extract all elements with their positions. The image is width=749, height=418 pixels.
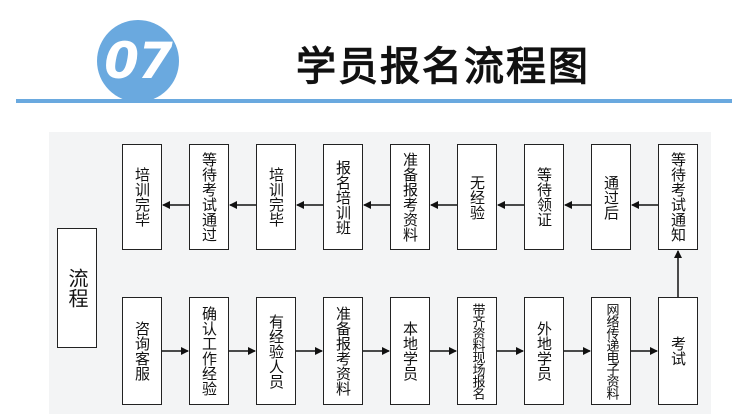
bottom-step-9: 考试 [658, 297, 698, 405]
bottom-step-4: 准备报考资料 [323, 297, 363, 405]
step-label: 培训完毕 [133, 167, 151, 227]
top-step-7: 等待领证 [524, 144, 564, 250]
bottom-step-6: 带齐资料现场报名 [457, 297, 497, 405]
top-step-2: 等待考试通过 [189, 144, 229, 250]
step-label: 准备报考资料 [334, 306, 352, 396]
top-step-5: 准备报考资料 [390, 144, 430, 250]
step-label: 等待考试通过 [200, 152, 218, 242]
step-label: 咨询客服 [133, 321, 151, 381]
step-label: 等待领证 [535, 167, 553, 227]
step-label: 准备报考资料 [401, 152, 419, 242]
top-step-4: 报名培训班 [323, 144, 363, 250]
bottom-step-8: 网络传递电子资料 [591, 297, 631, 405]
step-label: 培训完毕 [267, 167, 285, 227]
top-step-1: 培训完毕 [122, 144, 162, 250]
title-divider [16, 99, 732, 103]
step-label: 外地学员 [535, 321, 553, 381]
bottom-step-5: 本地学员 [390, 297, 430, 405]
page-title: 学员报名流程图 [296, 44, 590, 90]
step-label: 通过后 [602, 174, 620, 220]
section-number: 07 [104, 32, 173, 90]
bottom-step-3: 有经验人员 [256, 297, 296, 405]
step-label: 有经验人员 [267, 313, 285, 389]
process-label-box: 流程 [57, 228, 97, 348]
step-label: 等待考试通知 [669, 152, 687, 242]
top-step-3: 培训完毕 [256, 144, 296, 250]
top-step-6: 无经验 [457, 144, 497, 250]
step-label: 带齐资料现场报名 [469, 303, 485, 399]
top-step-9: 等待考试通知 [658, 144, 698, 250]
step-label: 考试 [669, 336, 687, 366]
step-label: 确认工作经验 [200, 306, 218, 396]
bottom-step-2: 确认工作经验 [189, 297, 229, 405]
step-label: 网络传递电子资料 [603, 303, 619, 399]
step-label: 本地学员 [401, 321, 419, 381]
section-number-badge: 07 [97, 20, 179, 102]
process-label: 流程 [65, 268, 89, 308]
step-label: 报名培训班 [334, 159, 352, 235]
bottom-step-1: 咨询客服 [122, 297, 162, 405]
bottom-step-7: 外地学员 [524, 297, 564, 405]
top-step-8: 通过后 [591, 144, 631, 250]
step-label: 无经验 [468, 174, 486, 220]
